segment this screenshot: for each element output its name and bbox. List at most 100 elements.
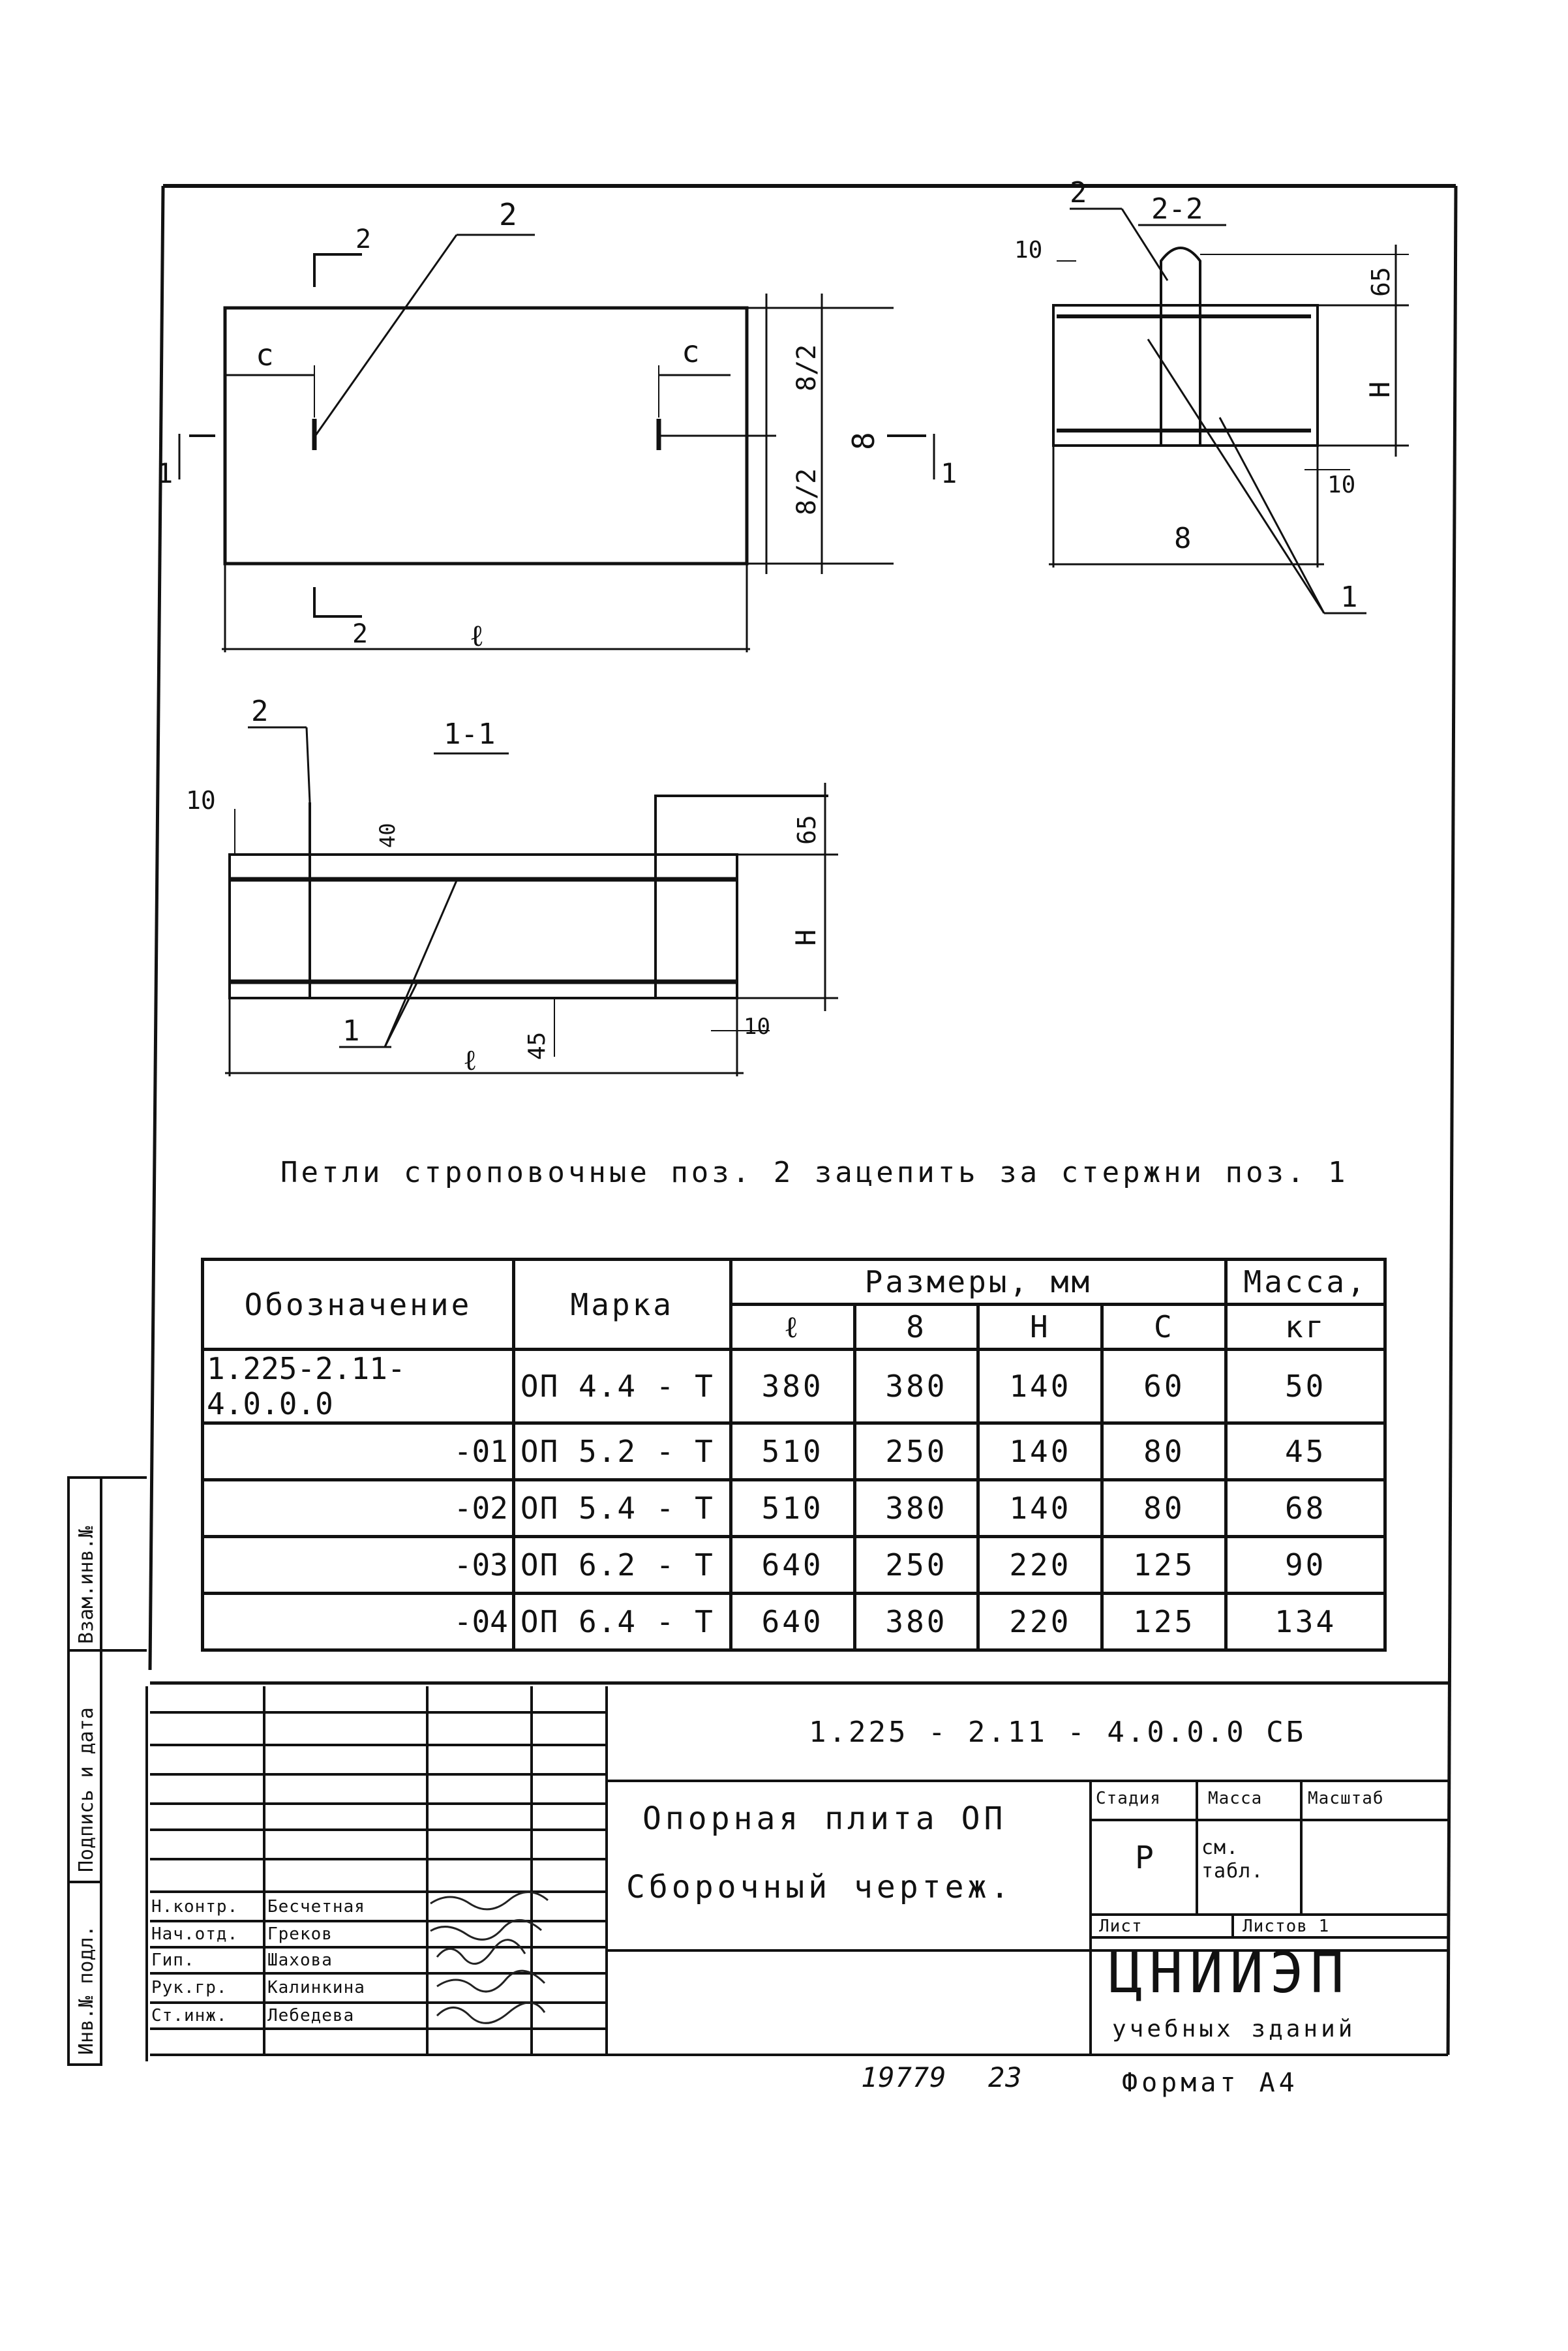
plan-sec2-bottom: 2 <box>352 619 368 649</box>
cell-l: 640 <box>729 1592 856 1652</box>
cell-c: 80 <box>1100 1421 1228 1481</box>
scale-label: Масштаб <box>1308 1789 1384 1808</box>
stamp-vzam-inv: Взам.инв.№ <box>75 1526 98 1644</box>
signature-marks <box>430 1891 549 2024</box>
cell-mass: 45 <box>1224 1421 1387 1481</box>
table-row: -01 ОП 5.2 - Т 510 250 140 80 45 <box>201 1421 1387 1481</box>
drawing-name-line2: Сборочный чертеж. <box>626 1869 1014 1905</box>
cell-l: 640 <box>729 1535 856 1595</box>
sheet-frame <box>148 184 1458 2055</box>
sec11-dim-10: 10 <box>186 786 216 815</box>
sec11-dim-65: 65 <box>792 815 821 845</box>
cell-designation: -03 <box>201 1535 515 1595</box>
cell-mass: 50 <box>1224 1348 1387 1425</box>
sig-name-4: Лебедева <box>267 2006 355 2025</box>
mass-value: см. табл. <box>1201 1836 1264 1883</box>
plan-sec1-left: 1 <box>157 457 173 489</box>
cell-c: 80 <box>1100 1478 1228 1538</box>
sec11-dim-h: H <box>790 930 822 946</box>
cell-c: 60 <box>1100 1348 1228 1425</box>
plan-view <box>178 234 935 652</box>
th-size-l: ℓ <box>729 1303 856 1351</box>
sec11-callout-1: 1 <box>342 1014 360 1048</box>
plan-dim-half1: 8/2 <box>792 344 822 391</box>
stage-label: Стадия <box>1096 1789 1161 1808</box>
stage-value: Р <box>1135 1840 1154 1876</box>
format-label: Формат А4 <box>1122 2068 1299 2098</box>
section-1-1 <box>225 726 838 1076</box>
th-mark: Марка <box>511 1258 732 1351</box>
plan-dim-width: 8 <box>846 432 881 450</box>
spec-table: Обозначение Марка Размеры, мм Масса, ℓ 8… <box>201 1258 1387 1652</box>
plan-dim-half2: 8/2 <box>792 468 822 515</box>
side-stamp <box>67 1476 147 2066</box>
sig-name-3: Калинкина <box>267 1978 365 1997</box>
sec22-callout-1: 1 <box>1340 581 1358 614</box>
cell-b: 380 <box>852 1348 980 1425</box>
section-1-1-labels: 1-1 2 1 10 40 65 H 45 10 ℓ <box>186 695 822 1077</box>
table-row: -03 ОП 6.2 - Т 640 250 220 125 90 <box>201 1535 1387 1595</box>
sec11-title: 1-1 <box>444 718 495 751</box>
th-designation: Обозначение <box>201 1258 515 1351</box>
section-2-2-labels: 2-2 2 1 10 65 H 10 8 <box>1014 176 1396 614</box>
cell-h: 220 <box>976 1535 1104 1595</box>
cell-mark: ОП 4.4 - Т <box>511 1348 732 1425</box>
cell-mass: 90 <box>1224 1535 1387 1595</box>
archive-sheet: 23 <box>988 2061 1023 2093</box>
th-mass: Масса, <box>1224 1258 1387 1306</box>
cell-designation: -02 <box>201 1478 515 1538</box>
plan-sec1-right: 1 <box>941 457 957 489</box>
sec22-dim-10: 10 <box>1014 237 1042 264</box>
plan-sec2-top: 2 <box>355 224 371 254</box>
sig-name-0: Бесчетная <box>267 1897 365 1917</box>
sec11-dim-40: 40 <box>375 823 400 848</box>
cell-b: 250 <box>852 1421 980 1481</box>
sig-role-0: Н.контр. <box>151 1897 239 1917</box>
sec11-callout-2: 2 <box>251 695 269 728</box>
cell-designation: 1.225-2.11-4.0.0.0 <box>201 1348 515 1425</box>
archive-number: 19779 <box>861 2061 947 2093</box>
plan-callout-2: 2 <box>499 197 517 232</box>
table-row: -02 ОП 5.4 - Т 510 380 140 80 68 <box>201 1478 1387 1538</box>
sig-role-3: Рук.гр. <box>151 1978 228 1997</box>
cell-designation: -01 <box>201 1421 515 1481</box>
cell-b: 380 <box>852 1592 980 1652</box>
drawing-name-line1: Опорная плита ОП <box>642 1800 1007 1837</box>
table-row: 1.225-2.11-4.0.0.0 ОП 4.4 - Т 380 380 14… <box>201 1348 1387 1425</box>
cell-c: 125 <box>1100 1592 1228 1652</box>
plan-labels: c c 2 2 2 1 1 ℓ 8/2 8/2 8 <box>157 197 957 653</box>
cell-b: 380 <box>852 1478 980 1538</box>
plan-dim-c-left: c <box>256 337 274 372</box>
th-size-b: 8 <box>852 1303 980 1351</box>
drawing-note: Петли строповочные поз. 2 зацепить за ст… <box>280 1156 1349 1189</box>
sec22-dim-h: H <box>1364 382 1396 398</box>
sig-name-1: Греков <box>267 1924 333 1944</box>
sec11-dim-10r: 10 <box>744 1014 770 1040</box>
sig-role-1: Нач.отд. <box>151 1924 239 1944</box>
cell-mark: ОП 5.4 - Т <box>511 1478 732 1538</box>
cell-l: 510 <box>729 1478 856 1538</box>
cell-b: 250 <box>852 1535 980 1595</box>
table-row: -04 ОП 6.4 - Т 640 380 220 125 134 <box>201 1592 1387 1652</box>
cell-l: 380 <box>729 1348 856 1425</box>
th-mass-unit: кг <box>1224 1303 1387 1351</box>
cell-h: 140 <box>976 1348 1104 1425</box>
org-name: ЦНИИЭП <box>1109 1941 1351 2006</box>
sec22-callout-2: 2 <box>1070 176 1087 209</box>
cell-l: 510 <box>729 1421 856 1481</box>
sig-role-4: Ст.инж. <box>151 2006 228 2025</box>
mass-label: Масса <box>1208 1789 1263 1808</box>
sec22-dim-10b: 10 <box>1327 472 1355 498</box>
sheet-label: Лист <box>1099 1917 1143 1936</box>
sec22-dim-width: 8 <box>1174 522 1192 555</box>
cell-mark: ОП 5.2 - Т <box>511 1421 732 1481</box>
cell-c: 125 <box>1100 1535 1228 1595</box>
sheets-label: Листов 1 <box>1243 1917 1330 1936</box>
th-size-c: C <box>1100 1303 1228 1351</box>
cell-designation: -04 <box>201 1592 515 1652</box>
plan-dim-length: ℓ <box>470 618 484 653</box>
sec22-dim-65: 65 <box>1366 267 1395 297</box>
section-2-2 <box>1049 207 1409 614</box>
sig-role-2: Гип. <box>151 1950 195 1970</box>
